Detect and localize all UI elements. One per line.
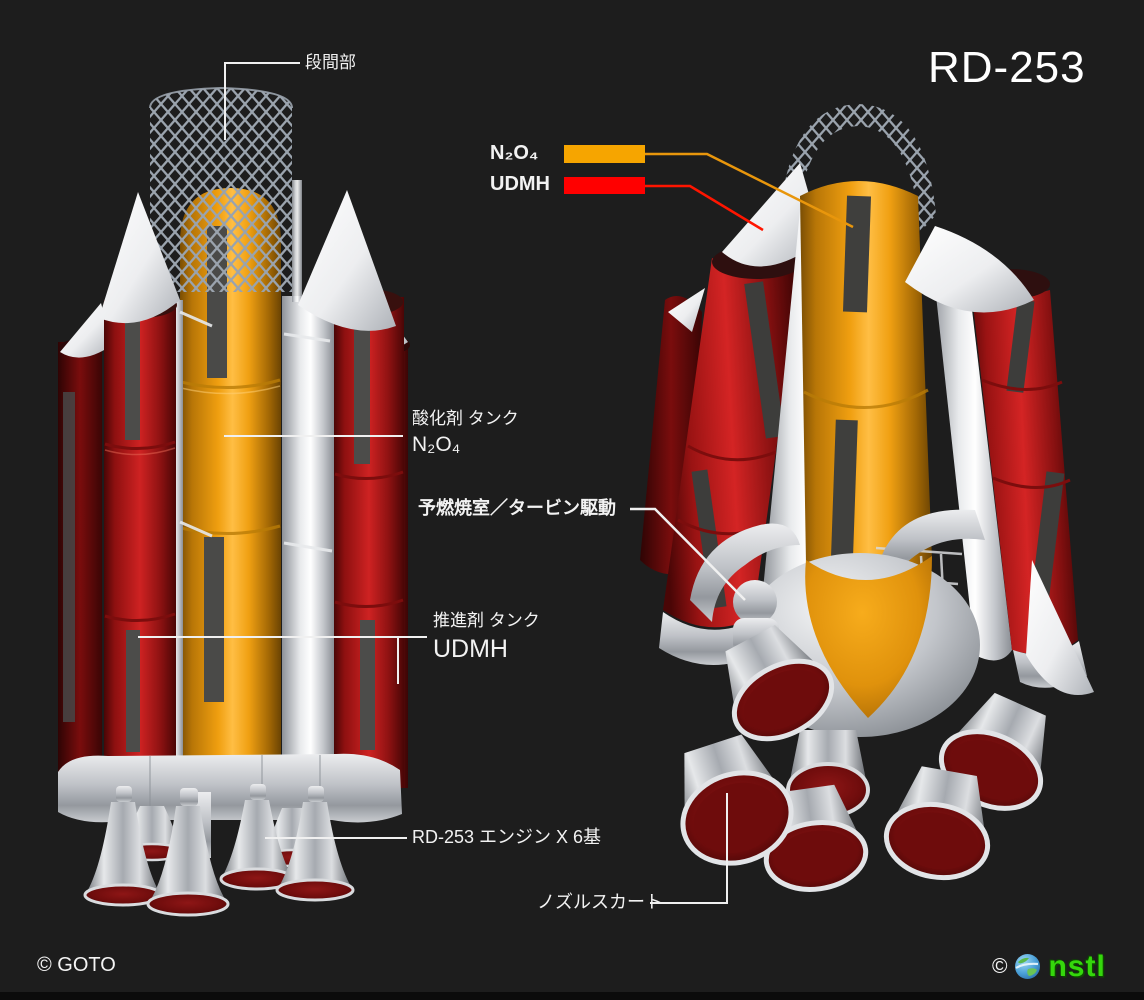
aero-cone-left <box>99 192 180 324</box>
fuel-tank-left <box>663 163 822 628</box>
globe-icon <box>1015 954 1041 980</box>
label-oxidizer-tank-line1: 酸化剤 タンク <box>412 409 519 428</box>
credit-nstl: © nstl <box>992 948 1106 986</box>
label-engines: RD-253 エンジン X 6基 <box>412 827 602 847</box>
label-propellant-tank-line2: UDMH <box>433 635 508 664</box>
nozzle-lower-right <box>883 766 991 881</box>
aero-cone <box>905 226 1034 313</box>
nozzle-lower-center <box>763 784 869 892</box>
page-title: RD-253 <box>928 43 1086 92</box>
legend-label-n2o4: N₂O₄ <box>490 142 539 164</box>
label-oxidizer-tank-line2: N₂O₄ <box>412 433 461 457</box>
legend-label-udmh: UDMH <box>490 173 550 195</box>
interstage-mesh <box>149 86 293 292</box>
leader-lines <box>138 62 746 904</box>
legend-swatch-udmh <box>564 177 645 194</box>
nstl-brand: nstl <box>1048 950 1106 983</box>
label-oxidizer-tank: 酸化剤 タンク N₂O₄ <box>412 408 519 459</box>
engine-nozzles-front <box>83 784 355 917</box>
nstl-copyright: © <box>992 954 1008 978</box>
oxidizer-dome <box>805 556 932 718</box>
white-cone-bottom-right <box>1026 560 1094 696</box>
legend-swatch-n2o4 <box>564 145 645 163</box>
rocket-bottom-view <box>640 104 1094 892</box>
skirt-band-left <box>690 523 800 622</box>
fairing-rail <box>292 180 302 302</box>
aero-cone-right <box>298 190 396 331</box>
nozzle-upper-left <box>725 625 835 742</box>
label-propellant-tank: 推進剤 タンク UDMH <box>433 610 540 666</box>
interstage-mesh-arc <box>780 104 936 232</box>
label-interstage: 段間部 <box>305 53 356 72</box>
leader-legend-n2o4 <box>645 152 854 229</box>
fuel-tank-back-left <box>58 303 112 787</box>
aero-cone <box>722 163 822 267</box>
label-nozzle-skirt: ノズルスカート <box>537 892 663 912</box>
support-struts <box>179 310 333 553</box>
label-preburner: 予燃焼室／タービン駆動 <box>418 498 616 518</box>
raceway-stripe <box>204 537 224 702</box>
leader-nozzle-skirt <box>650 793 728 904</box>
nozzle-left <box>680 734 794 866</box>
white-panel-right <box>930 234 1012 661</box>
leader-interstage <box>224 62 300 140</box>
label-propellant-tank-line1: 推進剤 タンク <box>433 611 540 630</box>
bottom-bar <box>0 992 1144 1000</box>
rocket-side-view <box>58 86 410 917</box>
fuel-tank-front-left <box>99 192 180 788</box>
leader-legend-udmh <box>645 184 764 232</box>
fuel-tank-front-right <box>298 190 404 788</box>
skirt-band-right <box>880 509 985 575</box>
credit-goto: © GOTO <box>37 954 116 976</box>
leader-preburner <box>630 507 746 601</box>
